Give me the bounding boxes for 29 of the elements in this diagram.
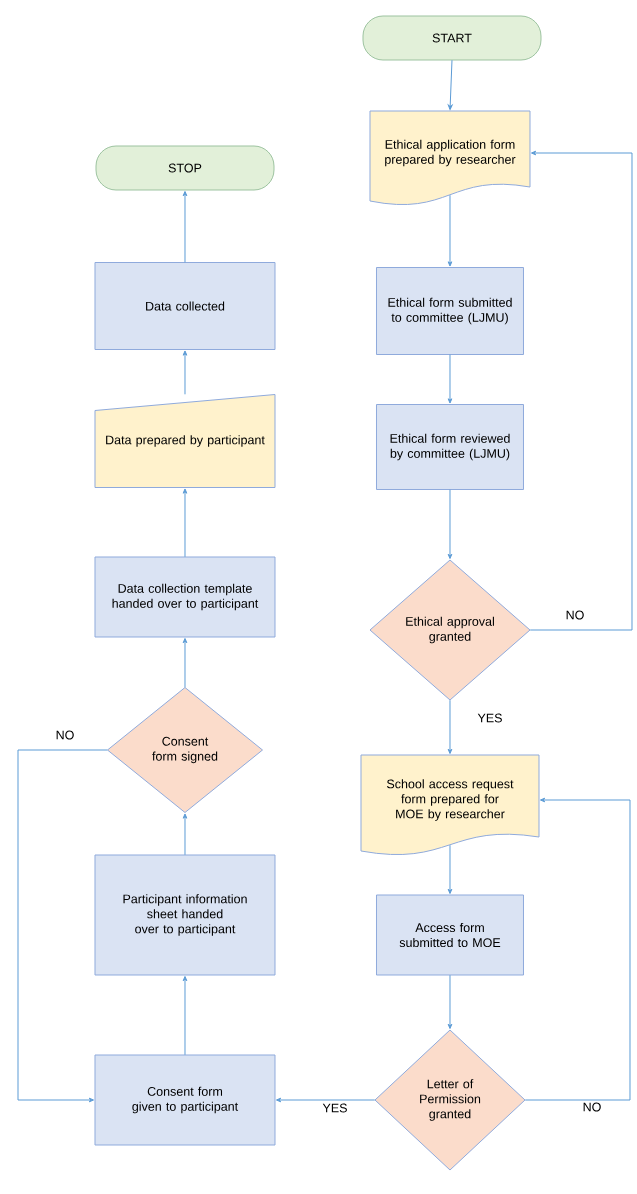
process-box: Consent form given to participant — [94, 1054, 276, 1146]
process-box: Ethical form reviewed by committee (LJMU) — [376, 404, 524, 490]
arrow — [529, 150, 633, 631]
arrow — [182, 350, 188, 395]
arrow — [447, 194, 453, 267]
arrow — [447, 354, 453, 404]
arrow — [275, 1097, 376, 1103]
arrow — [447, 844, 453, 895]
arrow — [447, 974, 453, 1030]
edge-label: YES — [321, 1102, 349, 1114]
arrow — [182, 191, 188, 263]
arrow — [182, 488, 188, 558]
edge-label: NO — [581, 1101, 603, 1113]
arrow — [182, 975, 188, 1056]
arrow — [182, 813, 188, 856]
process-box: Ethical form submitted to committee (LJMU) — [376, 267, 524, 355]
arrow — [447, 699, 453, 755]
arrow — [447, 489, 453, 560]
process-box: Data collection template handed over to participant — [94, 556, 276, 638]
arrow — [182, 638, 188, 688]
process-box: Data collected — [94, 262, 276, 350]
process-box: Access form submitted to MOE — [376, 894, 524, 976]
edge-label: YES — [476, 712, 504, 724]
process-box: Participant information sheet handed over to participant — [94, 854, 276, 976]
edge-label: NO — [564, 609, 586, 621]
arrow — [447, 59, 453, 111]
edge-label: NO — [54, 729, 76, 741]
arrow — [17, 749, 108, 1103]
arrow — [524, 797, 631, 1101]
